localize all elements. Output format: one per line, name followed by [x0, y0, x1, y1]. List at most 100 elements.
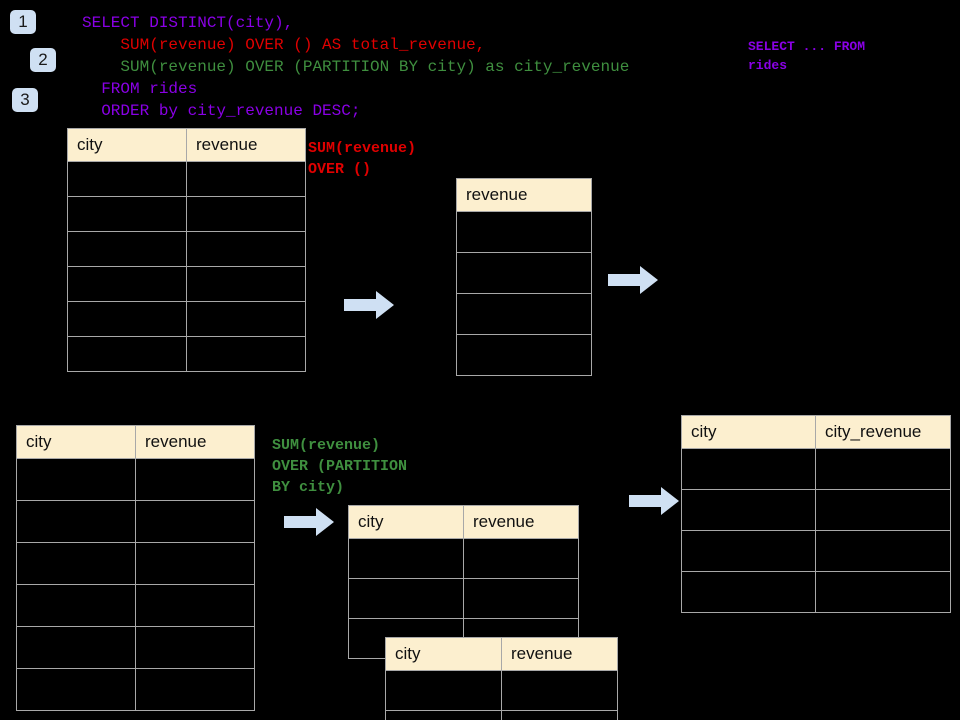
table-row [681, 448, 951, 490]
cell-revenue [135, 500, 255, 543]
table-row [67, 161, 306, 197]
table-row [681, 530, 951, 572]
cell-revenue [463, 578, 579, 619]
cell-revenue [463, 538, 579, 579]
table-total-revenue: revenue [456, 178, 592, 376]
cell-city-revenue [815, 571, 951, 613]
cell-revenue [186, 196, 306, 232]
table-row [16, 458, 255, 501]
annotation-sum-over-partition: SUM(revenue) OVER (PARTITION BY city) [272, 437, 408, 496]
cell-revenue [135, 458, 255, 501]
table-row [456, 293, 592, 335]
table-row [67, 301, 306, 337]
cell-revenue [186, 266, 306, 302]
cell-revenue [501, 670, 618, 711]
table-row [456, 252, 592, 294]
cell-city [348, 538, 464, 579]
cell-revenue [186, 301, 306, 337]
table-source-top: city revenue [67, 128, 306, 372]
cell-city [16, 500, 136, 543]
table-header-row: city city_revenue [681, 415, 951, 449]
cell-city [67, 231, 187, 267]
cell-city [16, 668, 136, 711]
cell-city [67, 336, 187, 372]
sql-line-select: SELECT DISTINCT(city), [82, 14, 294, 32]
sql-line-city-revenue: SUM(revenue) OVER (PARTITION BY city) as… [82, 58, 630, 76]
cell-revenue [456, 211, 592, 253]
cell-city-revenue [815, 448, 951, 490]
sql-line-order-by: ORDER by city_revenue DESC; [82, 102, 361, 120]
table-row [456, 211, 592, 253]
select-from-rides-note: SELECT ... FROM rides [748, 39, 866, 73]
table-header-row: city revenue [385, 637, 618, 671]
table-header-row: city revenue [348, 505, 579, 539]
arrow-top-left [344, 291, 394, 319]
table-row [681, 489, 951, 531]
table-row [16, 542, 255, 585]
column-header-revenue: revenue [456, 178, 592, 212]
table-result: city city_revenue [681, 415, 951, 613]
cell-city [67, 301, 187, 337]
table-row [348, 578, 579, 619]
cell-city-revenue [815, 489, 951, 531]
cell-revenue [135, 626, 255, 669]
cell-city [16, 584, 136, 627]
step-badge-2: 2 [30, 48, 56, 72]
cell-revenue [135, 584, 255, 627]
column-header-revenue: revenue [135, 425, 255, 459]
cell-city [16, 542, 136, 585]
cell-city [681, 489, 816, 531]
table-partition-a: city revenue [348, 505, 579, 659]
table-row [16, 626, 255, 669]
table-header-row: city revenue [16, 425, 255, 459]
cell-city [67, 266, 187, 302]
table-row [681, 571, 951, 613]
cell-revenue [456, 334, 592, 376]
cell-city [681, 571, 816, 613]
sql-line-total-revenue: SUM(revenue) OVER () AS total_revenue, [82, 36, 486, 54]
cell-city-revenue [815, 530, 951, 572]
step-badge-1: 1 [10, 10, 36, 34]
table-partition-b: city revenue [385, 637, 618, 720]
arrow-bottom-right [629, 487, 679, 515]
cell-revenue [456, 252, 592, 294]
table-row [16, 584, 255, 627]
step-badge-3: 3 [12, 88, 38, 112]
cell-revenue [135, 668, 255, 711]
column-header-city: city [67, 128, 187, 162]
sql-line-from: FROM rides [82, 80, 198, 98]
cell-city [16, 458, 136, 501]
cell-revenue [456, 293, 592, 335]
table-row [456, 334, 592, 376]
cell-city [681, 448, 816, 490]
cell-revenue [186, 231, 306, 267]
arrow-top-right [608, 266, 658, 294]
column-header-city: city [385, 637, 502, 671]
table-row [16, 500, 255, 543]
table-row [385, 710, 618, 720]
cell-city [67, 196, 187, 232]
table-row [67, 266, 306, 302]
table-row [67, 196, 306, 232]
cell-city [385, 710, 502, 720]
column-header-revenue: revenue [186, 128, 306, 162]
cell-city [681, 530, 816, 572]
cell-revenue [501, 710, 618, 720]
cell-revenue [186, 336, 306, 372]
column-header-city: city [681, 415, 816, 449]
table-row [16, 668, 255, 711]
annotation-sum-over-empty: SUM(revenue) OVER () [308, 140, 417, 178]
table-row [67, 231, 306, 267]
column-header-revenue: revenue [463, 505, 579, 539]
cell-city [16, 626, 136, 669]
arrow-bottom-left [284, 508, 334, 536]
column-header-city: city [16, 425, 136, 459]
table-row [67, 336, 306, 372]
table-row [348, 538, 579, 579]
cell-city [67, 161, 187, 197]
column-header-revenue: revenue [501, 637, 618, 671]
cell-revenue [186, 161, 306, 197]
cell-city [348, 578, 464, 619]
cell-revenue [135, 542, 255, 585]
